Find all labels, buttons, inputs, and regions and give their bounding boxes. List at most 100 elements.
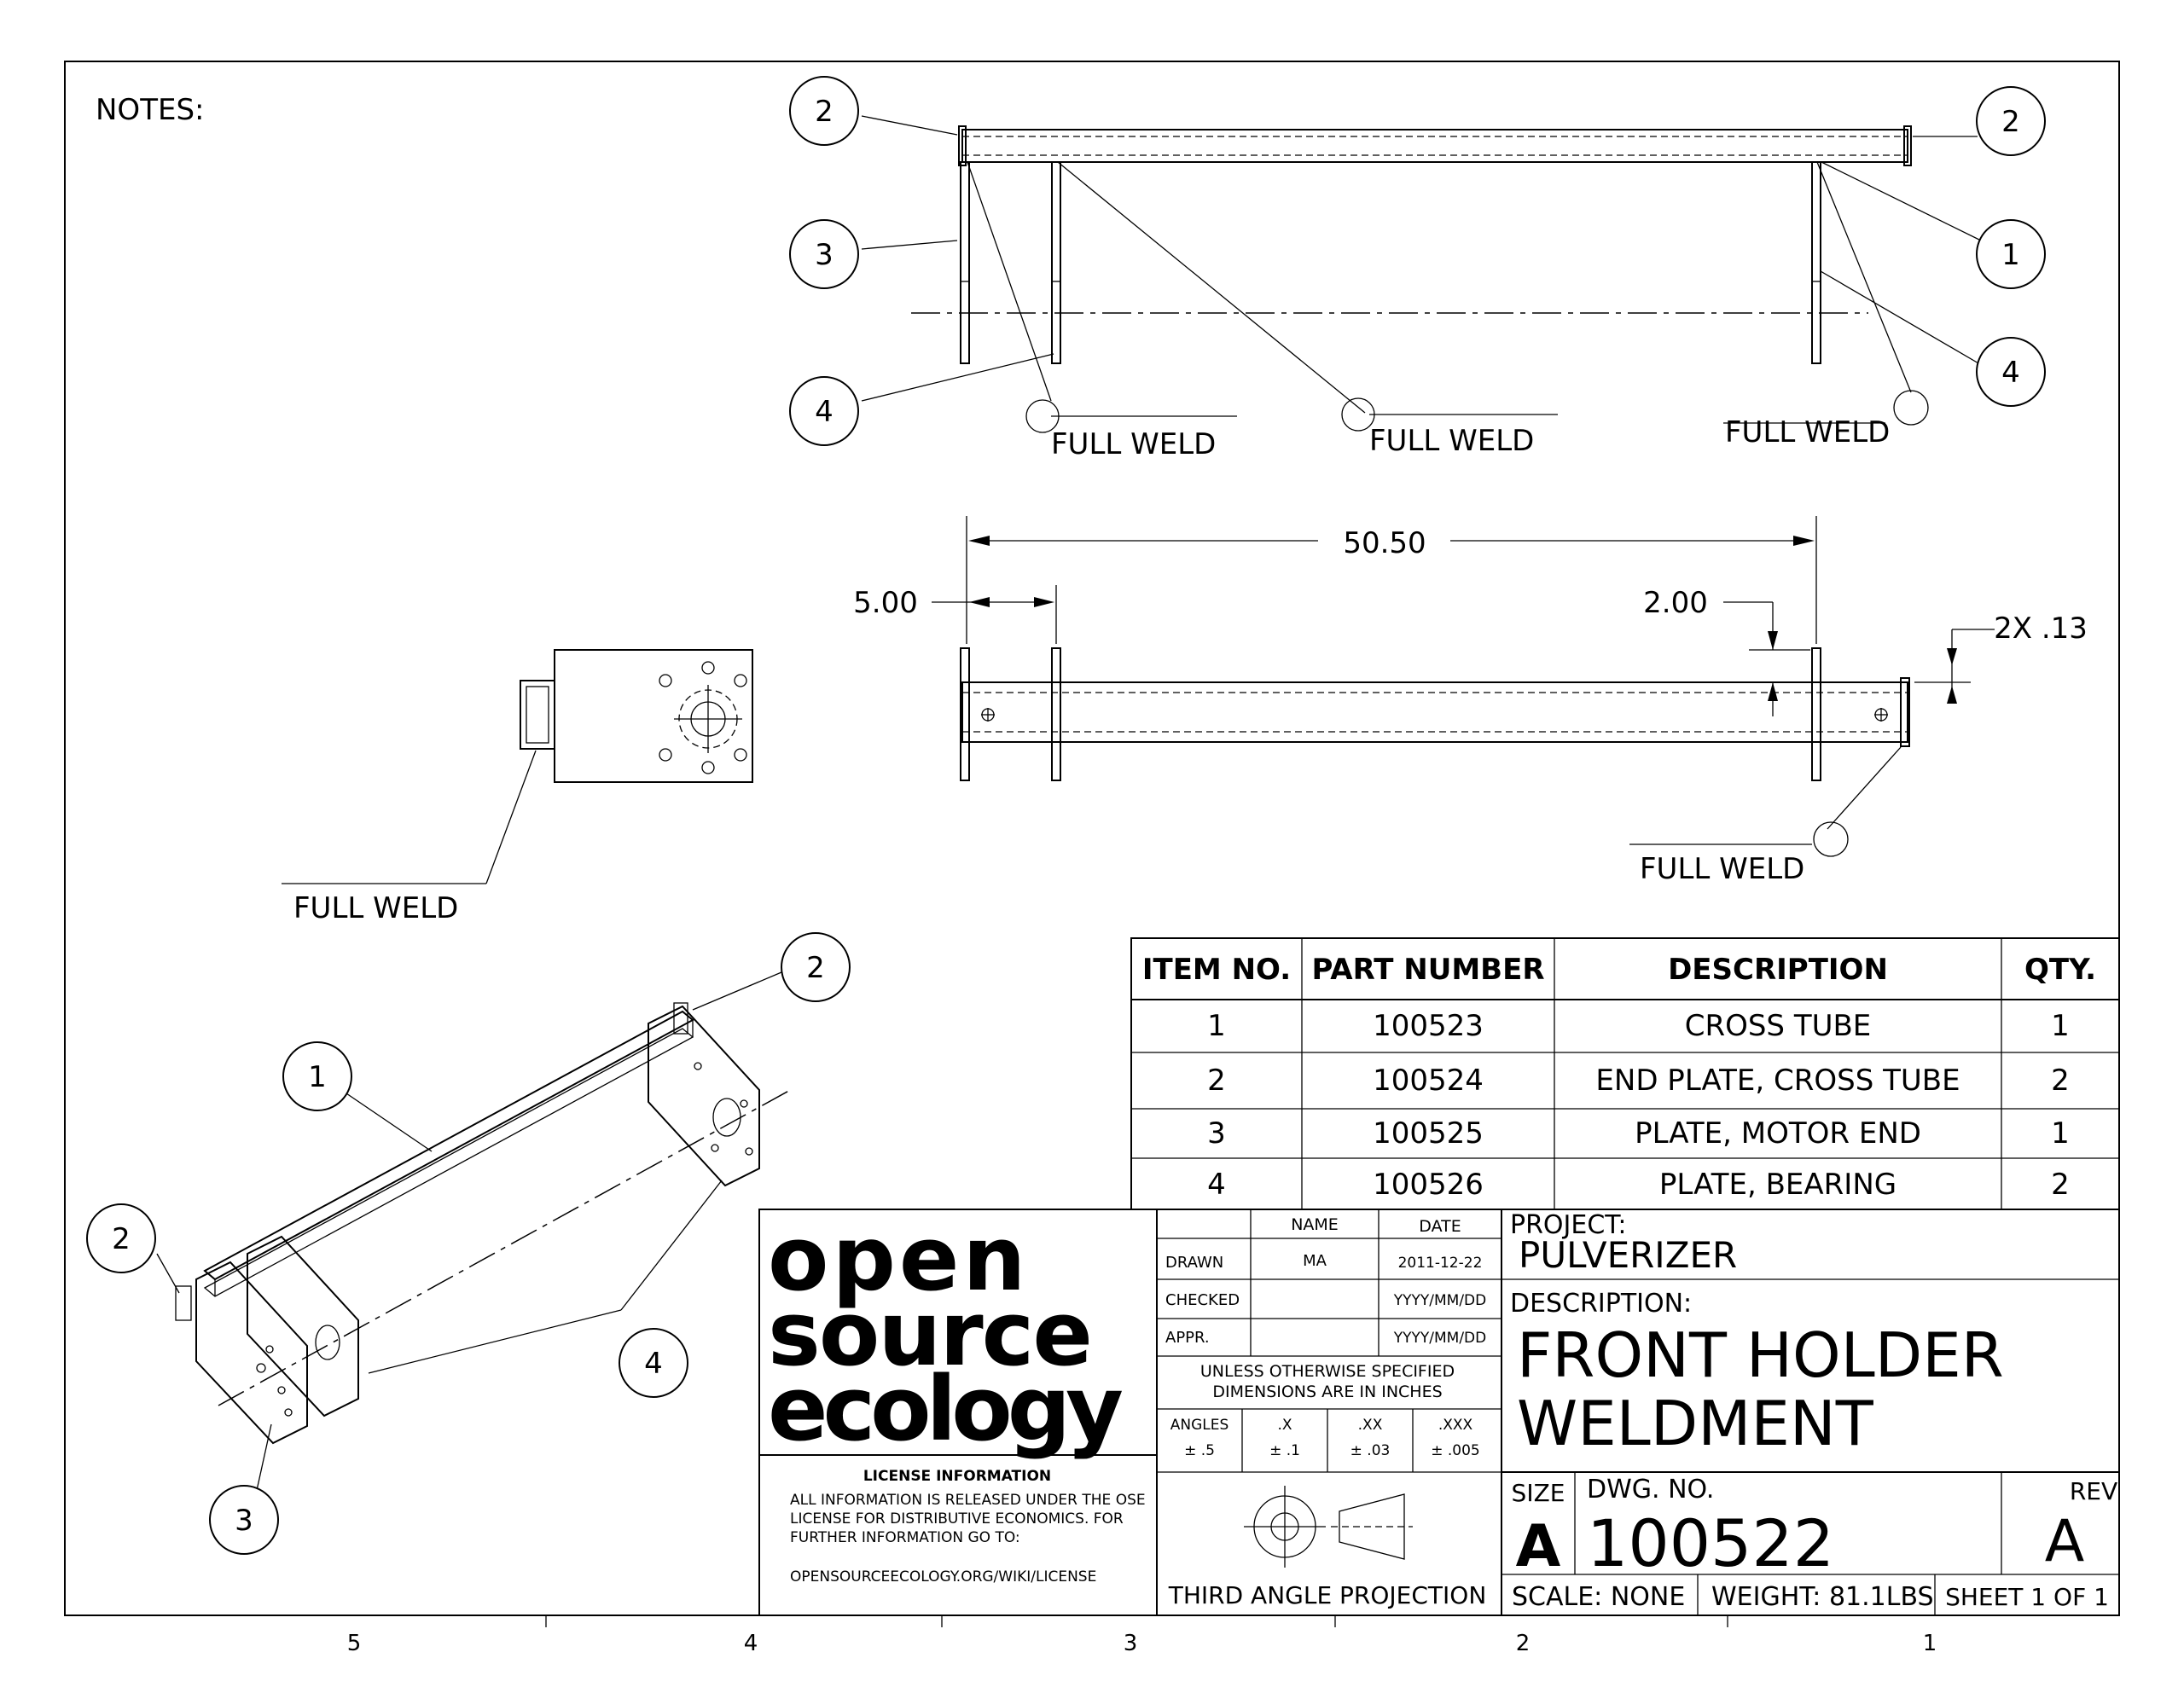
notes-label: NOTES: <box>96 93 204 127</box>
bom-cell: 100523 <box>1373 1009 1484 1043</box>
checked-date: YYYY/MM/DD <box>1393 1292 1487 1309</box>
bom-cell: 2 <box>2051 1168 2070 1202</box>
balloon-4-iso: 4 <box>619 1328 688 1398</box>
svg-text:3: 3 <box>235 1504 253 1538</box>
tol-value-x: ± .1 <box>1269 1442 1300 1459</box>
zone-label-2: 2 <box>1516 1631 1531 1656</box>
weld-note-3: FULL WELD <box>1725 415 1890 449</box>
plan-weld-leader <box>1629 746 1902 857</box>
size-value: A <box>1516 1513 1561 1580</box>
drawn-name: MA <box>1303 1252 1327 1270</box>
balloon-4-top-right: 4 <box>1976 337 2046 407</box>
bom-cell: 2 <box>1207 1064 1226 1098</box>
projection-symbol <box>1244 1486 1413 1568</box>
tol-value-angles: ± .5 <box>1184 1442 1215 1459</box>
bom-cell: CROSS TUBE <box>1685 1009 1872 1043</box>
bom-cell: PLATE, BEARING <box>1659 1168 1896 1202</box>
appr-label: APPR. <box>1165 1329 1210 1347</box>
checked-label: CHECKED <box>1165 1291 1240 1309</box>
dim-thickness: 2X .13 <box>1994 612 2088 646</box>
iso-leaders <box>156 971 782 1510</box>
unless-text-1: UNLESS OTHERWISE SPECIFIED <box>1200 1362 1455 1381</box>
license-text-3: FURTHER INFORMATION GO TO: <box>790 1529 1020 1546</box>
bom-cell: 1 <box>2051 1116 2070 1151</box>
tol-header-angles: ANGLES <box>1170 1417 1229 1434</box>
zone-label-5: 5 <box>347 1631 362 1656</box>
svg-text:4: 4 <box>2001 356 2020 390</box>
dim-overall: 50.50 <box>1343 526 1426 560</box>
project-value: PULVERIZER <box>1519 1234 1737 1276</box>
dim-left-offset: 5.00 <box>853 586 918 620</box>
bom-header-item: ITEM NO. <box>1142 953 1291 987</box>
front-view-leaders <box>861 115 1985 433</box>
bom-cell: 100524 <box>1373 1064 1484 1098</box>
svg-text:1: 1 <box>2001 238 2020 272</box>
dwg-value: 100522 <box>1587 1505 1834 1581</box>
tol-header-x: .X <box>1277 1417 1292 1434</box>
drawn-date: 2011-12-22 <box>1398 1255 1483 1272</box>
svg-text:ecology: ecology <box>768 1357 1122 1461</box>
bom-cell: 1 <box>1207 1009 1226 1043</box>
unless-text-2: DIMENSIONS ARE IN INCHES <box>1212 1383 1442 1401</box>
tol-value-xx: ± .03 <box>1350 1442 1391 1459</box>
projection-label: THIRD ANGLE PROJECTION <box>1168 1581 1487 1609</box>
bom-cell: 2 <box>2051 1064 2070 1098</box>
ose-logo: open source ecology <box>768 1207 1127 1461</box>
bom-cell: 100525 <box>1373 1116 1484 1151</box>
size-label: SIZE <box>1512 1479 1565 1507</box>
tol-header-xx: .XX <box>1358 1417 1383 1434</box>
project-label: PROJECT: <box>1510 1210 1626 1240</box>
license-text-1: ALL INFORMATION IS RELEASED UNDER THE OS… <box>790 1492 1146 1509</box>
zone-label-1: 1 <box>1923 1631 1937 1656</box>
isometric-view <box>175 1002 794 1445</box>
side-view <box>520 649 753 783</box>
svg-text:open: open <box>768 1207 1029 1311</box>
balloon-2-iso-left: 2 <box>86 1203 156 1273</box>
svg-text:4: 4 <box>815 395 834 429</box>
license-url: OPENSOURCEECOLOGY.ORG/WIKI/LICENSE <box>790 1568 1096 1586</box>
bom-header-qty: QTY. <box>2024 953 2096 987</box>
tol-header-xxx: .XXX <box>1438 1417 1473 1434</box>
tol-value-xxx: ± .005 <box>1431 1442 1480 1459</box>
rev-label: REV <box>2070 1477 2117 1505</box>
svg-text:source: source <box>768 1282 1091 1386</box>
bom-cell: 4 <box>1207 1168 1226 1202</box>
dimensions <box>932 516 1995 716</box>
weld-note-5: FULL WELD <box>293 891 458 925</box>
license-title: LICENSE INFORMATION <box>863 1468 1051 1485</box>
bom-cell: END PLATE, CROSS TUBE <box>1595 1064 1960 1098</box>
bom-cell: 100526 <box>1373 1168 1484 1202</box>
description-label: DESCRIPTION: <box>1510 1289 1692 1319</box>
balloon-4-top-left: 4 <box>789 376 859 446</box>
weld-note-1: FULL WELD <box>1051 427 1216 461</box>
weld-note-2: FULL WELD <box>1369 424 1534 458</box>
dim-right-offset: 2.00 <box>1643 586 1708 620</box>
balloon-2-iso-right: 2 <box>781 932 851 1002</box>
plan-view <box>960 647 1910 781</box>
svg-text:1: 1 <box>308 1060 327 1094</box>
bom-cell: 3 <box>1207 1116 1226 1151</box>
date-header: DATE <box>1419 1217 1461 1236</box>
rev-value: A <box>2045 1508 2085 1575</box>
appr-date: YYYY/MM/DD <box>1393 1330 1487 1347</box>
drawn-label: DRAWN <box>1165 1254 1223 1272</box>
svg-text:2: 2 <box>806 951 825 985</box>
weld-note-4: FULL WELD <box>1640 852 1804 886</box>
bom-cell: 1 <box>2051 1009 2070 1043</box>
balloon-2-top-right: 2 <box>1976 86 2046 156</box>
svg-text:4: 4 <box>644 1347 663 1381</box>
dwg-label: DWG. NO. <box>1587 1475 1714 1504</box>
svg-text:3: 3 <box>815 238 834 272</box>
bom-header-desc: DESCRIPTION <box>1668 953 1888 987</box>
zone-label-4: 4 <box>744 1631 758 1656</box>
bom-cell: PLATE, MOTOR END <box>1635 1116 1921 1151</box>
name-header: NAME <box>1291 1215 1339 1234</box>
svg-text:2: 2 <box>815 95 834 129</box>
balloon-3-top: 3 <box>789 219 859 289</box>
description-line-1: FRONT HOLDER <box>1517 1319 2004 1391</box>
side-weld-leader <box>282 750 537 884</box>
zone-label-3: 3 <box>1124 1631 1138 1656</box>
svg-text:2: 2 <box>2001 105 2020 139</box>
balloon-3-iso: 3 <box>209 1485 279 1555</box>
